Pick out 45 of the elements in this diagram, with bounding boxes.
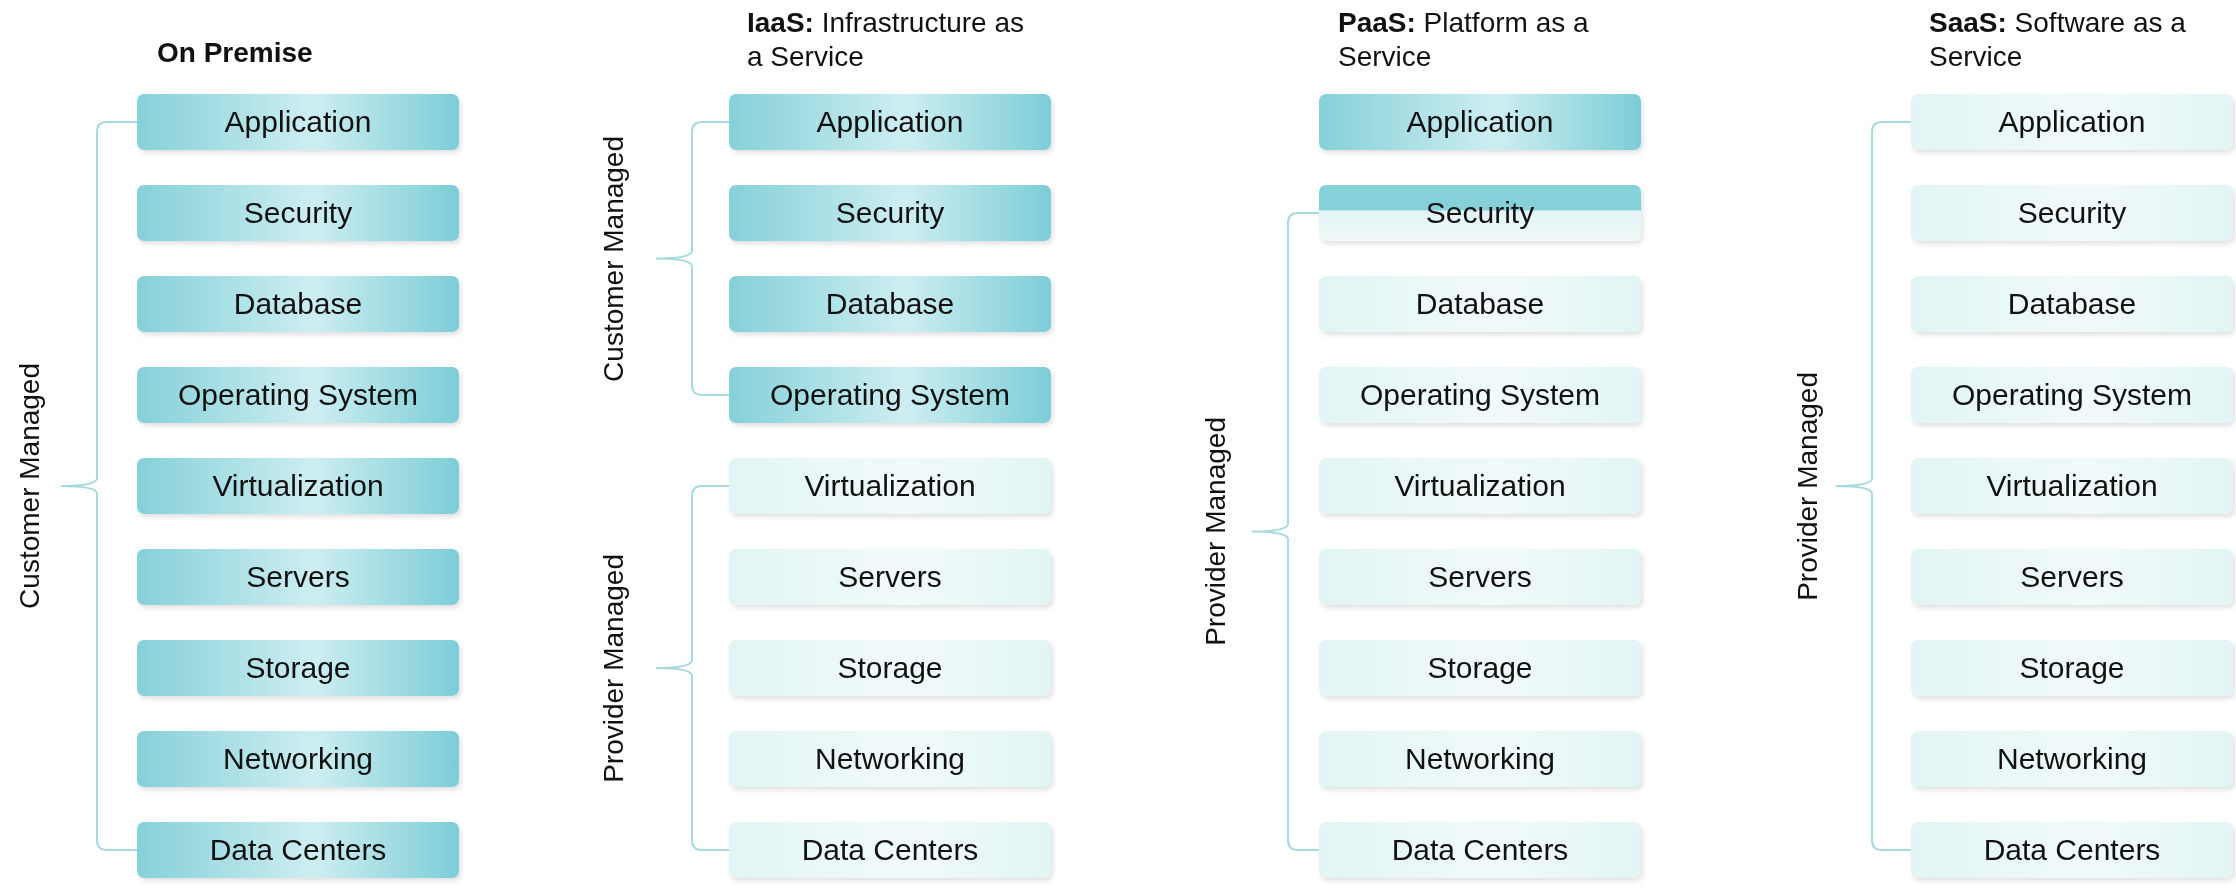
layer-box: Virtualization [137,458,459,514]
layer-box: Servers [1319,549,1641,605]
layer-box: Networking [1911,731,2233,787]
bracket-label: Provider Managed [1200,417,1232,646]
layer-box: Application [137,94,459,150]
layer-box: Servers [137,549,459,605]
layer-box: Security [729,185,1051,241]
column-heading: PaaS: Platform as a Service [1338,6,1590,74]
layer-box: Operating System [729,367,1051,423]
layer-box: Database [1319,276,1641,332]
layer-box: Operating System [1911,367,2233,423]
layer-box: Storage [1911,640,2233,696]
layer-box: Data Centers [1319,822,1641,878]
layer-box: Security [1911,185,2233,241]
layer-box: Operating System [1319,367,1641,423]
column-heading: SaaS: Software as a Service [1929,6,2187,74]
layer-box: Virtualization [729,458,1051,514]
column-heading: On Premise [157,36,314,70]
bracket-label: Provider Managed [598,553,630,783]
layer-box: Storage [1319,640,1641,696]
layer-box: Database [1911,276,2233,332]
bracket-label: Customer Managed [598,135,630,382]
layer-box: Storage [137,640,459,696]
layer-box: Data Centers [729,822,1051,878]
layer-box: Networking [729,731,1051,787]
layer-box: Virtualization [1319,458,1641,514]
layer-box: Servers [1911,549,2233,605]
column-heading: IaaS: Infrastructure as a Service [747,6,1026,74]
layer-box: Database [137,276,459,332]
layer-box: Virtualization [1911,458,2233,514]
layer-box: Application [729,94,1051,150]
layer-box: Operating System [137,367,459,423]
bracket-label: Provider Managed [1792,371,1824,601]
layer-box: Servers [729,549,1051,605]
layer-box: Storage [729,640,1051,696]
layer-box: Application [1911,94,2233,150]
layer-box: Database [729,276,1051,332]
layer-box: Application [1319,94,1641,150]
layer-box: Networking [137,731,459,787]
layer-box: Security [137,185,459,241]
bracket-label: Customer Managed [14,363,46,609]
layer-box: Data Centers [137,822,459,878]
layer-box: Networking [1319,731,1641,787]
layer-box: Security [1319,185,1641,241]
layer-box: Data Centers [1911,822,2233,878]
